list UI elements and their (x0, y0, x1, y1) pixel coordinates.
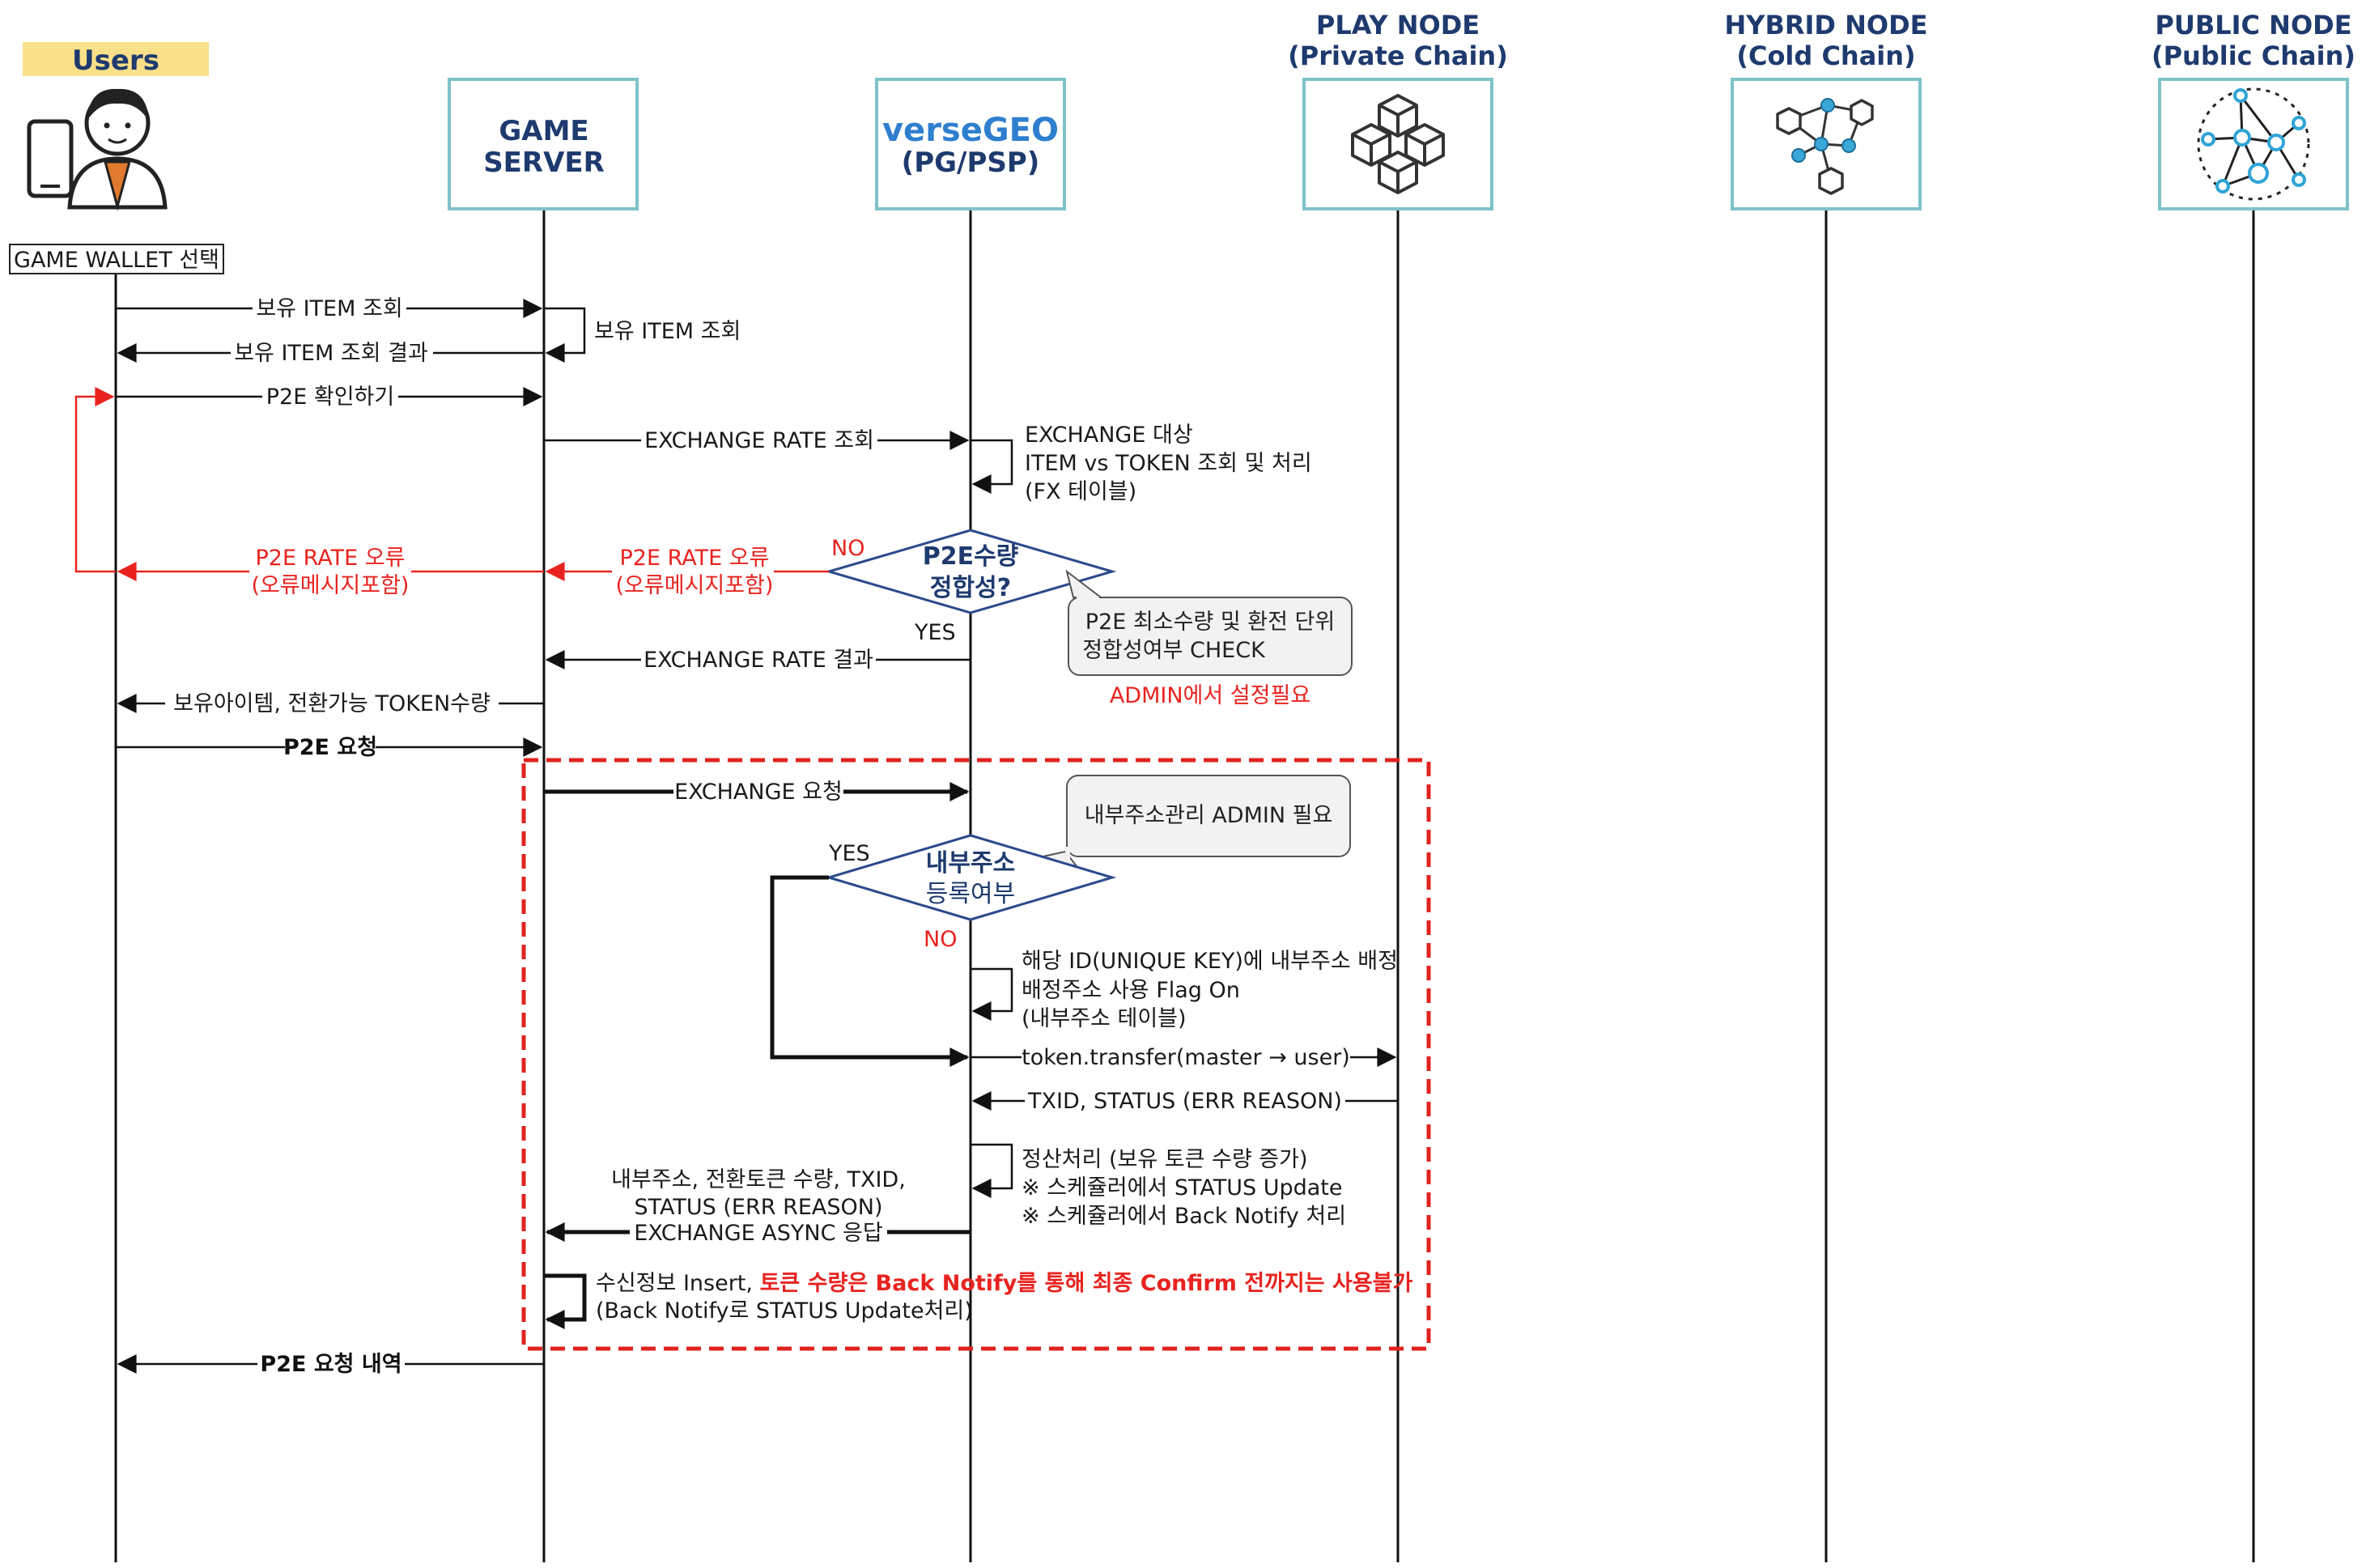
versegeo-box (875, 78, 1066, 210)
svg-text:P2E 최소수량 및 환전 단위: P2E 최소수량 및 환전 단위 (1085, 610, 1335, 635)
decision1-yes: YES (914, 620, 956, 645)
public-node-line2: (Public Chain) (2151, 40, 2355, 71)
network-nodes-icon (2197, 87, 2310, 201)
play-node-line2: (Private Chain) (1288, 40, 1508, 71)
decision-p2e-quantity: P2E수량 정합성? (824, 529, 1117, 614)
svg-text:(FX 테이블): (FX 테이블) (1025, 479, 1136, 504)
wallet-select-label: GAME WALLET 선택 (14, 248, 219, 273)
self-insert-received: 수신정보 Insert, 토큰 수량은 Back Notify를 통해 최종 C… (544, 1271, 1413, 1329)
game-server-box (448, 78, 639, 210)
svg-text:정합성?: 정합성? (930, 574, 1011, 602)
self-settlement: 정산처리 (보유 토큰 수량 증가) ※ 스케쥴러에서 STATUS Updat… (971, 1143, 1346, 1229)
svg-text:EXCHANGE ASYNC 응답: EXCHANGE ASYNC 응답 (634, 1221, 882, 1246)
decision2-no: NO (924, 927, 957, 952)
svg-text:EXCHANGE RATE 결과: EXCHANGE RATE 결과 (644, 648, 873, 673)
svg-text:(Back Notify로 STATUS Update처리): (Back Notify로 STATUS Update처리) (596, 1298, 973, 1324)
svg-text:보유 ITEM 조회 결과: 보유 ITEM 조회 결과 (234, 341, 428, 366)
svg-text:P2E 확인하기: P2E 확인하기 (266, 385, 394, 410)
svg-text:※ 스케쥴러에서 Back Notify 처리: ※ 스케쥴러에서 Back Notify 처리 (1022, 1204, 1346, 1229)
msg-item-query-result: 보유 ITEM 조회 결과 (117, 339, 544, 367)
msg-item-query: 보유 ITEM 조회 (116, 295, 543, 322)
self-fx-lookup: EXCHANGE 대상 ITEM vs TOKEN 조회 및 처리 (FX 테이… (971, 423, 1312, 504)
game-server-line2: SERVER (483, 147, 605, 179)
msg-exchange-rate-query: EXCHANGE RATE 조회 (544, 427, 970, 454)
msg-exchange-async-response: 내부주소, 전환토큰 수량, TXID, STATUS (ERR REASON)… (545, 1167, 971, 1246)
msg-token-transfer: token.transfer(master → user) (971, 1043, 1397, 1071)
svg-text:P2E수량: P2E수량 (923, 542, 1019, 571)
msg-txid-status: TXID, STATUS (ERR REASON) (971, 1087, 1398, 1115)
svg-text:TXID, STATUS (ERR REASON): TXID, STATUS (ERR REASON) (1027, 1089, 1342, 1114)
msg-error-to-server: P2E RATE 오류 (오류메시지포함) (545, 544, 829, 601)
msg-error-to-user: P2E RATE 오류 (오류메시지포함) (117, 544, 544, 601)
note-internal-address-admin: 내부주소관리 ADMIN 필요 (1035, 775, 1351, 868)
decision1-no: NO (831, 536, 864, 561)
svg-text:EXCHANGE 요청: EXCHANGE 요청 (674, 780, 843, 805)
svg-text:내부주소, 전환토큰 수량, TXID,: 내부주소, 전환토큰 수량, TXID, (611, 1167, 906, 1192)
svg-text:정산처리 (보유 토큰 수량 증가): 정산처리 (보유 토큰 수량 증가) (1022, 1147, 1307, 1172)
versegeo-sub: (PG/PSP) (902, 147, 1040, 179)
msg-p2e-check: P2E 확인하기 (116, 383, 543, 410)
svg-text:해당 ID(UNIQUE KEY)에 내부주소 배정: 해당 ID(UNIQUE KEY)에 내부주소 배정 (1022, 949, 1398, 974)
user-with-phone-icon (27, 88, 168, 211)
connected-cubes-network-icon (1776, 98, 1874, 195)
users-label: Users (72, 45, 159, 77)
msg-exchange-request: EXCHANGE 요청 (544, 778, 970, 805)
svg-text:배정주소 사용 Flag On: 배정주소 사용 Flag On (1022, 978, 1240, 1003)
participant-versegeo: verseGEO (PG/PSP) (875, 78, 1066, 210)
svg-text:(오류메시지포함): (오류메시지포함) (252, 573, 410, 598)
svg-text:P2E 요청 내역: P2E 요청 내역 (260, 1352, 401, 1377)
svg-text:P2E 요청: P2E 요청 (283, 735, 377, 760)
participant-public-node: PUBLIC NODE (Public Chain) (2151, 10, 2355, 210)
svg-text:보유 ITEM 조회: 보유 ITEM 조회 (256, 296, 402, 321)
decision-internal-address: 내부주소 등록여부 (824, 834, 1117, 921)
note-p2e-check: P2E 최소수량 및 환전 단위 정합성여부 CHECK (1065, 569, 1353, 676)
cube-cluster-icon (1351, 94, 1445, 194)
svg-text:EXCHANGE RATE 조회: EXCHANGE RATE 조회 (644, 428, 874, 453)
lifelines (114, 209, 2255, 1562)
versegeo-name: verseGEO (882, 112, 1059, 149)
svg-text:token.transfer(master → user): token.transfer(master → user) (1022, 1045, 1350, 1070)
svg-text:정합성여부 CHECK: 정합성여부 CHECK (1082, 638, 1266, 663)
public-node-line1: PUBLIC NODE (2155, 10, 2351, 40)
play-node-line1: PLAY NODE (1316, 10, 1480, 40)
svg-text:내부주소관리 ADMIN 필요: 내부주소관리 ADMIN 필요 (1085, 803, 1333, 828)
self-assign-address: 해당 ID(UNIQUE KEY)에 내부주소 배정 배정주소 사용 Flag … (971, 949, 1398, 1031)
retry-loop (74, 387, 116, 573)
admin-setting-required: ADMIN에서 설정필요 (1110, 683, 1310, 708)
participant-users: Users GAME WALLET 선택 (9, 42, 224, 274)
svg-text:수신정보 Insert, 토큰 수량은 Back Notif: 수신정보 Insert, 토큰 수량은 Back Notify를 통해 최종 C… (596, 1271, 1413, 1296)
hybrid-node-line1: HYBRID NODE (1725, 10, 1928, 40)
svg-text:ITEM vs TOKEN 조회 및 처리: ITEM vs TOKEN 조회 및 처리 (1025, 451, 1312, 476)
svg-text:보유 ITEM 조회: 보유 ITEM 조회 (594, 319, 741, 344)
svg-text:STATUS (ERR REASON): STATUS (ERR REASON) (635, 1195, 883, 1220)
participant-hybrid-node: HYBRID NODE (Cold Chain) (1725, 10, 1928, 210)
public-node-box (2158, 78, 2349, 210)
svg-text:EXCHANGE 대상: EXCHANGE 대상 (1025, 423, 1193, 448)
game-server-line1: GAME (499, 115, 588, 147)
wallet-select-box (9, 244, 224, 274)
svg-text:내부주소: 내부주소 (926, 849, 1015, 877)
svg-text:(내부주소 테이블): (내부주소 테이블) (1022, 1006, 1187, 1031)
svg-text:보유아이템, 전환가능 TOKEN수량: 보유아이템, 전환가능 TOKEN수량 (173, 691, 491, 716)
decision2-yes: YES (828, 841, 870, 866)
msg-convertible-token: 보유아이템, 전환가능 TOKEN수량 (117, 690, 544, 717)
svg-text:P2E RATE 오류: P2E RATE 오류 (256, 546, 406, 571)
svg-text:※ 스케쥴러에서 STATUS Update: ※ 스케쥴러에서 STATUS Update (1022, 1175, 1343, 1200)
participant-play-node: PLAY NODE (Private Chain) (1288, 10, 1508, 210)
hybrid-node-line2: (Cold Chain) (1736, 40, 1915, 71)
users-badge (23, 42, 209, 76)
self-item-query: 보유 ITEM 조회 (544, 307, 741, 363)
yes-bypass-path (770, 875, 970, 1067)
svg-text:P2E RATE 오류: P2E RATE 오류 (620, 546, 770, 571)
svg-text:등록여부: 등록여부 (926, 880, 1015, 908)
svg-text:(오류메시지포함): (오류메시지포함) (616, 573, 774, 598)
msg-exchange-rate-result: EXCHANGE RATE 결과 (545, 646, 971, 674)
msg-p2e-request-history: P2E 요청 내역 (117, 1350, 544, 1378)
msg-p2e-request: P2E 요청 (116, 733, 543, 761)
participant-game-server: GAME SERVER (448, 78, 639, 210)
